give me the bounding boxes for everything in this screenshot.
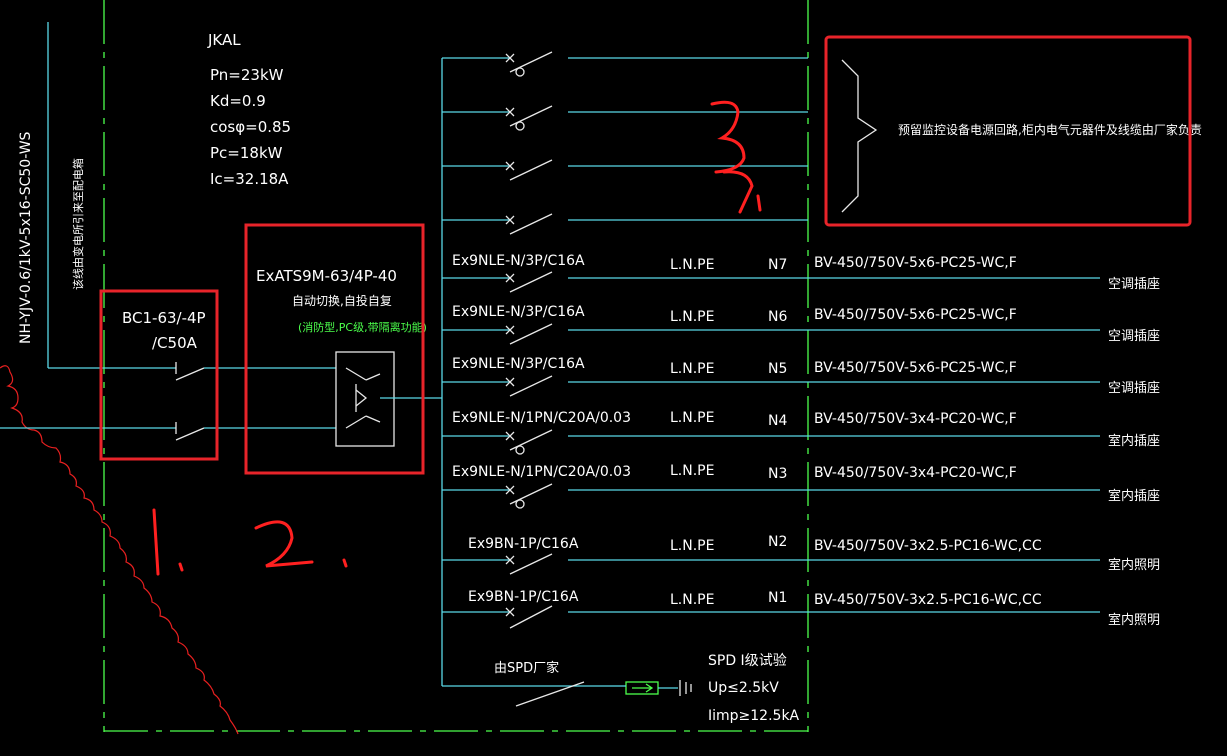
spd-branch — [442, 680, 692, 707]
circuit-cable: BV-450/750V-3x4-PC20-WC,F — [814, 411, 1017, 427]
circuit-phase: L.N.PE — [670, 257, 714, 273]
circuit-load: 室内插座 — [1108, 488, 1160, 504]
circuit-cable: BV-450/750V-3x4-PC20-WC,F — [814, 465, 1017, 481]
box-frame — [103, 0, 809, 732]
spd-up: Up≤2.5kV — [708, 680, 779, 696]
circuit-breaker-label: Ex9NLE-N/1PN/C20A/0.03 — [452, 464, 631, 480]
param-kd: Kd=0.9 — [210, 92, 266, 110]
main-breaker-symbol — [175, 362, 336, 441]
circuit-id: N5 — [768, 361, 787, 377]
circuit-n7: Ex9NLE-N/3P/C16A L.N.PE N7 BV-450/750V-5… — [442, 253, 1160, 293]
circuit-n4: Ex9NLE-N/1PN/C20A/0.03 L.N.PE N4 BV-450/… — [442, 410, 1160, 455]
circuit-id: N3 — [768, 466, 787, 482]
circuit-load: 室内插座 — [1108, 433, 1160, 449]
circuit-breaker-label: Ex9NLE-N/3P/C16A — [452, 253, 585, 269]
circuit-phase: L.N.PE — [670, 309, 714, 325]
circuit-load: 空调插座 — [1108, 381, 1160, 396]
circuit-n3: Ex9NLE-N/1PN/C20A/0.03 L.N.PE N3 BV-450/… — [442, 463, 1160, 509]
revision-cloud — [0, 365, 239, 735]
param-pc: Pc=18kW — [210, 144, 283, 162]
circuit-id: N6 — [768, 309, 787, 325]
circuit-id: N2 — [768, 534, 787, 550]
circuit-breaker-label: Ex9NLE-N/1PN/C20A/0.03 — [452, 410, 631, 426]
ats-desc: 自动切换,自投自复 — [292, 293, 392, 308]
circuit-cable: BV-450/750V-5x6-PC25-WC,F — [814, 307, 1017, 323]
circuit-breaker-label: Ex9NLE-N/3P/C16A — [452, 356, 585, 372]
circuit-phase: L.N.PE — [670, 463, 714, 479]
breaker-label-1: BC1-63/-4P — [122, 309, 206, 327]
circuit-load: 室内照明 — [1108, 612, 1160, 628]
ats-model: ExATS9M-63/4P-40 — [256, 267, 397, 285]
markup-box-reserve — [824, 35, 1192, 227]
incoming-cable-label: NH-YJV-0.6/1kV-5x16-SC50-WS — [18, 131, 34, 344]
circuit-cable: BV-450/750V-5x6-PC25-WC,F — [814, 255, 1017, 271]
circuit-cable: BV-450/750V-3x2.5-PC16-WC,CC — [814, 538, 1042, 554]
circuit-cable: BV-450/750V-5x6-PC25-WC,F — [814, 360, 1017, 376]
markup-box-breaker — [99, 289, 219, 461]
param-ic: Ic=32.18A — [210, 170, 289, 188]
circuit-id: N7 — [768, 257, 787, 273]
circuit-phase: L.N.PE — [670, 592, 714, 608]
circuit-phase: L.N.PE — [670, 361, 714, 377]
ats-note: (消防型,PC级,带隔离功能) — [298, 320, 427, 334]
circuit-n2: Ex9BN-1P/C16A L.N.PE N2 BV-450/750V-3x2.… — [442, 534, 1160, 575]
circuit-cable: BV-450/750V-3x2.5-PC16-WC,CC — [814, 592, 1042, 608]
circuit-breaker-label: Ex9BN-1P/C16A — [468, 536, 579, 552]
circuit-load: 空调插座 — [1108, 277, 1160, 292]
ats-symbol — [335, 351, 442, 447]
incoming-note: 该线由变电所引来至配电箱 — [71, 158, 85, 290]
spd-supplier: 由SPD厂家 — [494, 660, 559, 676]
circuit-n6: Ex9NLE-N/3P/C16A L.N.PE N6 BV-450/750V-5… — [442, 304, 1160, 345]
reserve-note: 预留监控设备电源回路,柜内电气元器件及线缆由厂家负责 — [898, 122, 1202, 137]
panel-name: JKAL — [207, 31, 241, 49]
spd-class: SPD Ⅰ级试验 — [708, 653, 787, 669]
param-pn: Pn=23kW — [210, 66, 284, 84]
spd-iimp: Iimp≥12.5kA — [708, 708, 800, 724]
reserve-circuits — [442, 51, 808, 235]
breaker-label-2: /C50A — [152, 334, 198, 352]
circuit-n1: Ex9BN-1P/C16A L.N.PE N1 BV-450/750V-3x2.… — [442, 589, 1160, 629]
incoming-feeder — [0, 22, 176, 429]
circuit-load: 空调插座 — [1108, 329, 1160, 344]
panel-parameters: JKAL Pn=23kW Kd=0.9 cosφ=0.85 Pc=18kW Ic… — [207, 31, 291, 188]
circuit-n5: Ex9NLE-N/3P/C16A L.N.PE N5 BV-450/750V-5… — [442, 356, 1160, 397]
handwritten-annotations — [152, 100, 762, 576]
circuit-breaker-label: Ex9BN-1P/C16A — [468, 589, 579, 605]
circuit-breaker-label: Ex9NLE-N/3P/C16A — [452, 304, 585, 320]
param-cos: cosφ=0.85 — [210, 118, 291, 136]
markup-box-ats — [244, 223, 425, 475]
circuit-id: N1 — [768, 590, 787, 606]
reserve-brace — [841, 59, 878, 213]
circuit-id: N4 — [768, 413, 787, 429]
circuit-phase: L.N.PE — [670, 410, 714, 426]
circuit-load: 室内照明 — [1108, 557, 1160, 573]
circuit-phase: L.N.PE — [670, 538, 714, 554]
